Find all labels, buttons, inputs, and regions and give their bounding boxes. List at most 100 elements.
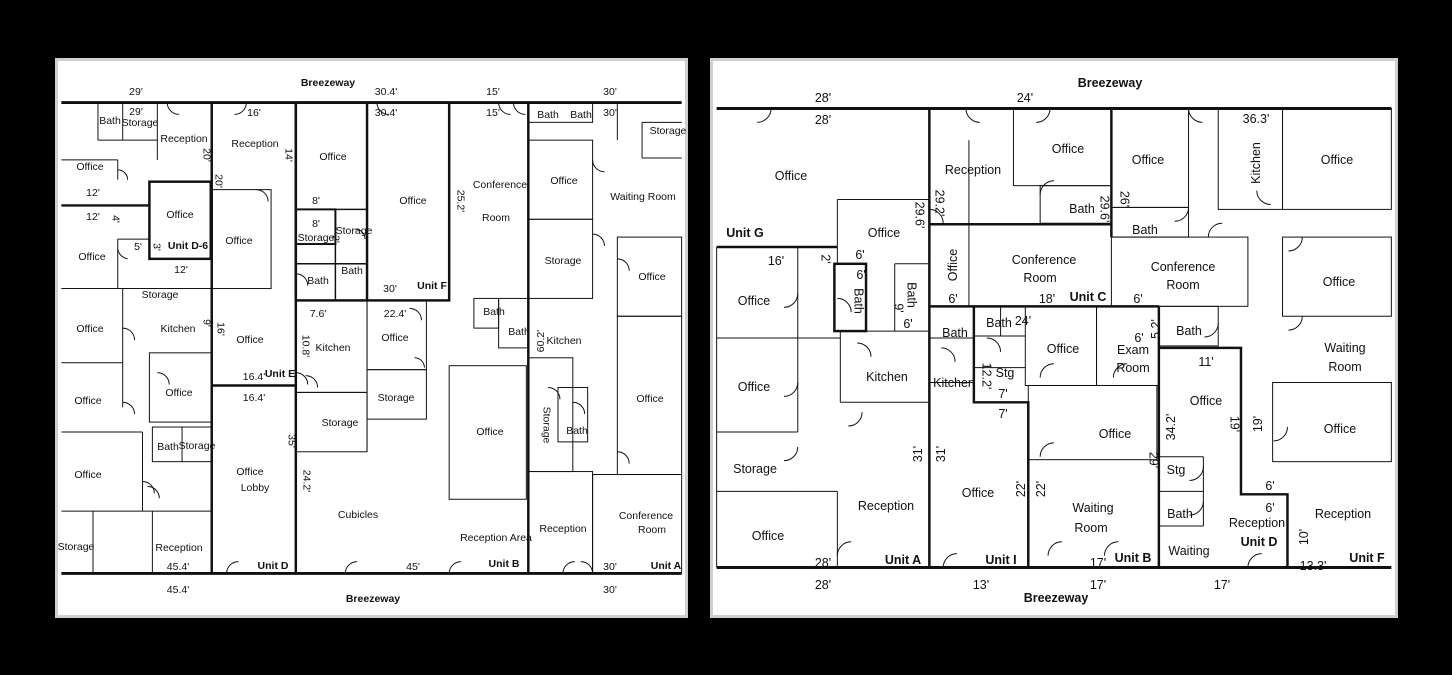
room-label: Bath <box>99 114 121 127</box>
room-label: Office <box>945 248 960 282</box>
dimension-label: 16' <box>214 322 227 336</box>
room-label: Bath <box>904 282 919 308</box>
room-label: Storage <box>335 224 373 237</box>
dimension-label: 3' <box>150 243 163 251</box>
room-label: Waiting Room <box>610 190 676 203</box>
floor-plan-left-walls <box>61 101 683 575</box>
room-label: Bath <box>851 288 866 314</box>
room-label: Bath <box>483 305 505 318</box>
room-label: Office <box>236 333 264 346</box>
dimension-label: 31' <box>933 445 948 463</box>
room-label: Storage <box>178 439 216 452</box>
dimension-label: 6' <box>948 291 958 306</box>
room-label: Room <box>637 523 667 536</box>
dimension-label: 30' <box>603 560 617 573</box>
room-label: Bath <box>986 315 1012 330</box>
room-label: Storage <box>649 124 687 137</box>
room-label: Storage <box>540 406 553 444</box>
room-label: Room <box>1023 270 1057 285</box>
dimension-label: 11' <box>1198 354 1214 369</box>
room-label: Conference <box>618 509 674 522</box>
dimension-label: 6' <box>1265 478 1275 493</box>
dimension-label: 28' <box>814 112 832 127</box>
room-label: Bath <box>942 325 968 340</box>
dimension-label: 12.2' <box>979 362 994 390</box>
dimension-label: 12' <box>174 263 188 276</box>
room-label: Office <box>1189 393 1223 408</box>
room-label: Office <box>550 174 578 187</box>
dimension-label: 5' <box>134 240 142 253</box>
room-label: Bath <box>508 325 530 338</box>
dimension-label: 31' <box>910 445 925 463</box>
unit-label-f: Unit F <box>1349 550 1385 565</box>
dimension-label: 24.2' <box>300 469 313 493</box>
room-label: Room <box>1166 277 1200 292</box>
dimension-label: 17' <box>1213 577 1231 592</box>
room-label: Storage <box>321 416 359 429</box>
room-label: Office <box>737 293 771 308</box>
room-label: Office <box>319 150 347 163</box>
dimension-label: 6' <box>1134 330 1144 345</box>
room-label: Office <box>476 425 504 438</box>
dimension-label: 28' <box>814 555 832 570</box>
room-label: Reception <box>944 162 1002 177</box>
dimension-label: 25.2' <box>454 189 467 213</box>
unit-label-d: Unit D <box>257 559 289 572</box>
room-label: Office <box>74 394 102 407</box>
room-label: Bath <box>157 440 179 453</box>
dimension-label: 9' <box>200 319 213 327</box>
room-label: Storage <box>141 288 179 301</box>
dimension-label: 45.4' <box>166 583 190 596</box>
unit-label-a: Unit A <box>884 552 922 567</box>
room-label: Kitchen <box>160 322 196 335</box>
dimension-label: 30' <box>603 85 617 98</box>
room-label: Storage <box>733 461 777 476</box>
unit-label-f: Unit F <box>417 279 447 292</box>
room-label: Storage <box>377 391 415 404</box>
dimension-label: 13.3' <box>1299 558 1327 573</box>
dimension-label: 9' <box>891 303 906 313</box>
dimension-label: 17' <box>1089 555 1107 570</box>
dimension-label: 12' <box>86 210 100 223</box>
room-label: Cubicles <box>337 508 379 521</box>
dimension-label: 4' <box>109 215 122 223</box>
room-label: Room <box>1328 359 1362 374</box>
room-label: Kitchen <box>933 375 975 390</box>
unit-label-d6: Unit D-6 <box>167 239 209 252</box>
room-label: Office <box>236 465 264 478</box>
dimension-label: 30' <box>383 282 397 295</box>
room-label: Office <box>76 160 104 173</box>
dimension-label: 6' <box>1133 291 1143 306</box>
dimension-label: 2' <box>329 235 342 243</box>
dimension-label: 30' <box>603 106 617 119</box>
dimension-label: 6' <box>1265 500 1275 515</box>
room-label: Waiting <box>1324 340 1366 355</box>
dimension-label: 10' <box>1296 528 1311 546</box>
room-label: Bath <box>341 264 363 277</box>
unit-label-g: Unit G <box>726 225 764 240</box>
dimension-label: 7.6' <box>309 307 327 320</box>
dimension-label: 24' <box>1014 313 1032 328</box>
unit-label-e: Unit E <box>264 367 296 380</box>
dimension-label: 6' <box>855 247 865 262</box>
dimension-label: 5.2' <box>1148 319 1163 339</box>
floor-plan-left: Breezeway Breezeway Unit D-6 Unit E Unit… <box>55 58 688 618</box>
unit-label-c: Unit C <box>1069 289 1107 304</box>
room-label: Office <box>1322 274 1356 289</box>
dimension-label: 16' <box>767 253 785 268</box>
dimension-label: 8' <box>312 217 320 230</box>
room-label: Bath <box>1132 222 1158 237</box>
dimension-label: 45' <box>406 560 420 573</box>
dimension-label: 28' <box>814 90 832 105</box>
dimension-label: 20' <box>200 148 213 162</box>
dimension-label: 29' <box>129 105 143 118</box>
dimension-label: 30.4' <box>374 85 398 98</box>
dimension-label: 20' <box>212 174 225 188</box>
unit-label-b: Unit B <box>488 557 520 570</box>
room-label: Kitchen <box>546 334 582 347</box>
room-label: Office <box>166 208 194 221</box>
room-label: Office <box>225 234 253 247</box>
room-label: Office <box>867 225 901 240</box>
dimension-label: 30.4' <box>374 106 398 119</box>
room-label: Office <box>399 194 427 207</box>
